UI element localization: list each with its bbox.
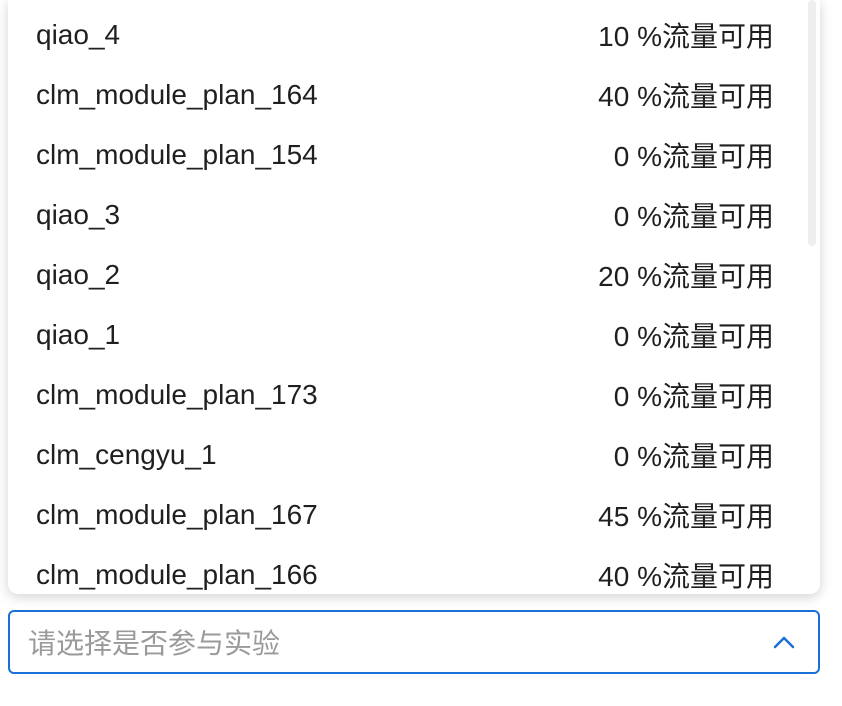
- option-traffic-value: 0: [613, 201, 630, 232]
- option-traffic-value: 10: [598, 21, 630, 52]
- option-name: qiao_1: [36, 319, 121, 350]
- chevron-up-icon[interactable]: [772, 630, 796, 654]
- option-traffic-value: 45: [598, 501, 630, 532]
- dropdown-option[interactable]: qiao_2 20 %流量可用: [8, 245, 804, 305]
- experiment-select[interactable]: 请选择是否参与实验: [8, 610, 820, 674]
- option-traffic-available: 0 %流量可用: [614, 315, 774, 355]
- option-traffic-available: 0 %流量可用: [614, 195, 774, 235]
- option-traffic-available: 40 %流量可用: [598, 75, 774, 115]
- dropdown-option[interactable]: clm_cengyu_1 0 %流量可用: [8, 425, 804, 485]
- option-name: clm_module_plan_167: [36, 499, 318, 530]
- option-traffic-available: 45 %流量可用: [598, 495, 774, 535]
- scrollbar-thumb[interactable]: [808, 0, 816, 246]
- dropdown-menu[interactable]: qiao_4 10 %流量可用 clm_module_plan_164 40 %流量可…: [8, 0, 820, 594]
- option-traffic-value: 0: [613, 141, 630, 172]
- option-traffic-available: 0 %流量可用: [614, 375, 774, 415]
- option-name: clm_cengyu_1: [36, 439, 217, 470]
- option-traffic-suffix: %流量可用: [637, 381, 774, 412]
- option-traffic-suffix: %流量可用: [637, 561, 774, 592]
- dropdown-option[interactable]: qiao_1 0 %流量可用: [8, 305, 804, 365]
- option-traffic-available: 40 %流量可用: [598, 555, 774, 594]
- option-name: clm_module_plan_154: [36, 139, 318, 170]
- option-traffic-value: 0: [613, 381, 630, 412]
- option-traffic-suffix: %流量可用: [637, 261, 774, 292]
- dropdown-option[interactable]: clm_module_plan_164 40 %流量可用: [8, 65, 804, 125]
- option-traffic-available: 20 %流量可用: [598, 255, 774, 295]
- option-name: clm_module_plan_166: [36, 559, 318, 590]
- option-name: clm_module_plan_164: [36, 79, 318, 110]
- option-traffic-suffix: %流量可用: [637, 441, 774, 472]
- option-traffic-value: 40: [598, 81, 630, 112]
- option-traffic-suffix: %流量可用: [637, 141, 774, 172]
- option-traffic-value: 0: [613, 441, 630, 472]
- dropdown-option[interactable]: clm_module_plan_167 45 %流量可用: [8, 485, 804, 545]
- option-traffic-value: 0: [613, 321, 630, 352]
- option-name: qiao_3: [36, 199, 121, 230]
- dropdown-option[interactable]: clm_module_plan_173 0 %流量可用: [8, 365, 804, 425]
- option-traffic-value: 40: [598, 561, 630, 592]
- dropdown-option[interactable]: clm_module_plan_154 0 %流量可用: [8, 125, 804, 185]
- option-traffic-available: 0 %流量可用: [614, 435, 774, 475]
- option-traffic-available: 10 %流量可用: [598, 15, 774, 55]
- option-traffic-suffix: %流量可用: [637, 81, 774, 112]
- option-traffic-available: 0 %流量可用: [614, 135, 774, 175]
- option-traffic-value: 20: [598, 261, 630, 292]
- dropdown-option[interactable]: qiao_4 10 %流量可用: [8, 5, 804, 65]
- option-name: clm_module_plan_173: [36, 379, 318, 410]
- option-name: qiao_2: [36, 259, 121, 290]
- dropdown-option[interactable]: clm_module_plan_166 40 %流量可用: [8, 545, 804, 594]
- chevron-up-icon-svg: [773, 636, 795, 649]
- select-placeholder: 请选择是否参与实验: [28, 628, 281, 659]
- option-traffic-suffix: %流量可用: [637, 321, 774, 352]
- option-name: qiao_4: [36, 19, 121, 50]
- option-traffic-suffix: %流量可用: [637, 201, 774, 232]
- dropdown-option[interactable]: qiao_3 0 %流量可用: [8, 185, 804, 245]
- option-traffic-suffix: %流量可用: [637, 21, 774, 52]
- option-traffic-suffix: %流量可用: [637, 501, 774, 532]
